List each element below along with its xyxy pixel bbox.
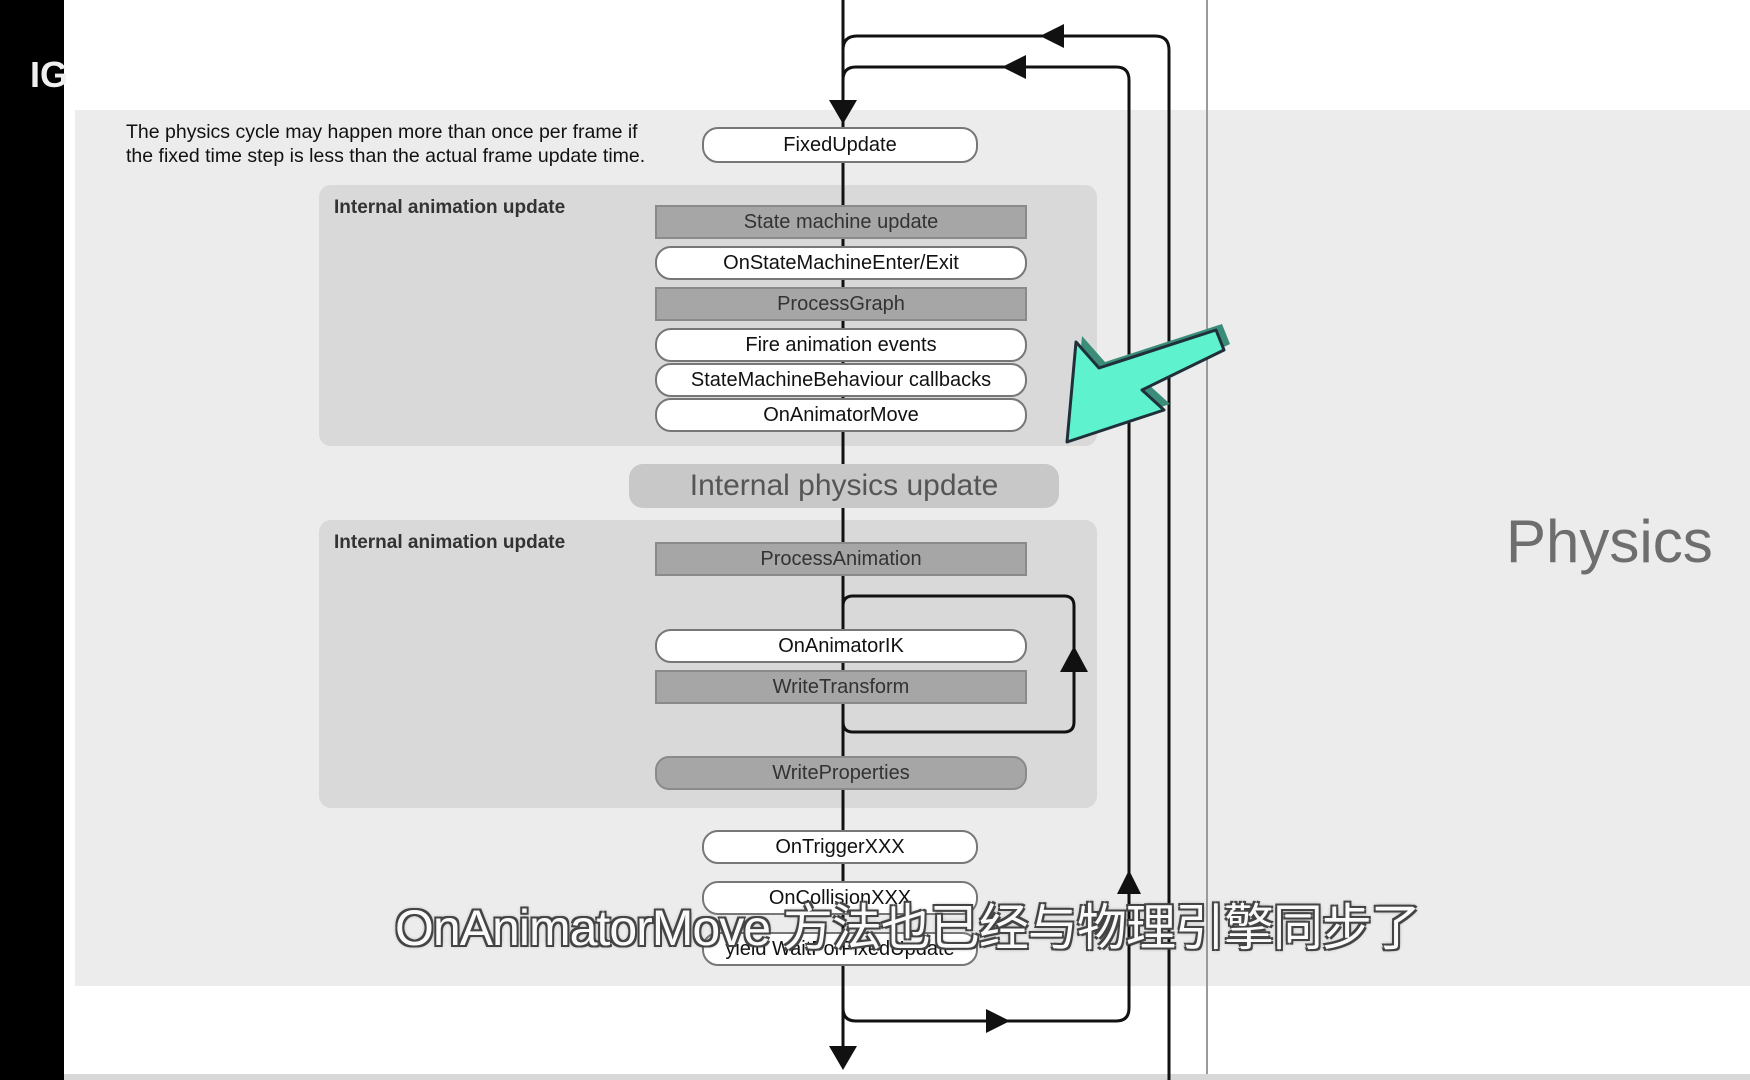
group-title: Internal animation update (334, 532, 566, 553)
state-machine-behaviour-callbacks-node: StateMachineBehaviour callbacks (655, 363, 1027, 397)
yield-wait-for-fixed-update-node: yield WaitForFixedUpdate (702, 932, 978, 966)
write-properties-node: WriteProperties (655, 756, 1027, 790)
write-transform-node: WriteTransform (655, 670, 1027, 704)
video-subtitle: OnAnimatorMove 方法也已经与物理引擎同步了 (395, 900, 1421, 956)
bilibili-logo-icon: bilibili (92, 46, 243, 104)
group-title: Internal animation update (334, 197, 566, 218)
process-animation-node: ProcessAnimation (655, 542, 1027, 576)
watermark-channel: IG (30, 54, 69, 95)
note-line-2: the fixed time step is less than the act… (126, 145, 646, 167)
arrow-down-bottom (829, 1046, 857, 1070)
loop-arrow-left-outer (1040, 24, 1064, 48)
video-watermark: IG bilibili (30, 40, 242, 110)
on-trigger-node: OnTriggerXXX (702, 830, 978, 864)
divider-line (1206, 0, 1208, 1080)
state-machine-update-node: State machine update (655, 205, 1027, 239)
note-line-1: The physics cycle may happen more than o… (126, 121, 638, 143)
process-graph-node: ProcessGraph (655, 287, 1027, 321)
physics-side-label: Physics (1506, 508, 1713, 575)
fire-animation-events-node: Fire animation events (655, 328, 1027, 362)
fixed-update-node: FixedUpdate (702, 127, 978, 163)
loop-arrow-left-inner (1002, 55, 1026, 79)
internal-physics-update-node: Internal physics update (629, 464, 1059, 508)
loop-arrow-right-inner (986, 1009, 1010, 1033)
on-animator-ik-node: OnAnimatorIK (655, 629, 1027, 663)
on-collision-node: OnCollisionXXX (702, 881, 978, 915)
on-state-machine-enter-exit-node: OnStateMachineEnter/Exit (655, 246, 1027, 280)
on-animator-move-node: OnAnimatorMove (655, 398, 1027, 432)
physics-cycle-note: The physics cycle may happen more than o… (126, 120, 645, 168)
next-section-strip (64, 1074, 1750, 1080)
